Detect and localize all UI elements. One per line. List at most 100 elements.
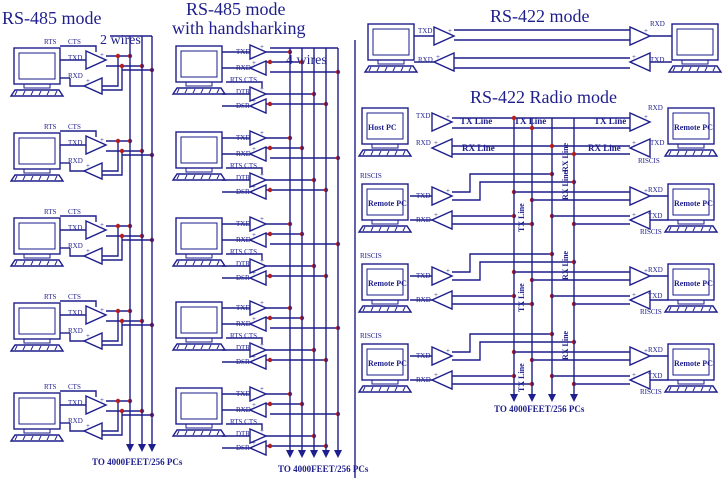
junction-dot <box>119 148 125 154</box>
cts-label: CTS <box>68 123 81 131</box>
wire <box>452 261 574 281</box>
keyboard-key <box>386 226 390 232</box>
keyboard-key <box>46 435 50 441</box>
title-rs422: RS-422 mode <box>490 6 590 26</box>
keyboard-key <box>22 260 26 266</box>
keyboard <box>357 385 413 393</box>
wire <box>60 300 97 307</box>
plus-sign: + <box>252 231 256 239</box>
keyboard-key <box>216 344 220 350</box>
plus-sign: + <box>434 139 438 147</box>
junction-dot <box>119 318 125 324</box>
keyboard-key <box>208 344 212 350</box>
keyboard-key <box>692 226 696 232</box>
rts-label: RTS <box>44 208 57 216</box>
keyboard <box>9 434 65 442</box>
computer-icon: Remote PC <box>357 263 413 313</box>
keyboard-key <box>402 226 406 232</box>
plus-sign: + <box>86 422 90 430</box>
keyboard-key <box>684 150 688 156</box>
keyboard-key <box>200 174 204 180</box>
title-rs422-radio: RS-422 Radio mode <box>470 87 617 107</box>
tx-line-label: TX Line <box>460 116 492 126</box>
wire <box>452 173 552 193</box>
pc-label: Remote PC <box>674 199 713 208</box>
rx-line-label: RX Line <box>588 143 621 153</box>
keyboard-key <box>362 306 366 312</box>
computer-icon: Remote PC <box>663 343 719 393</box>
computer-icon <box>171 387 227 437</box>
junction-dot <box>267 145 273 151</box>
keyboard <box>9 89 65 97</box>
plus-sign: + <box>260 385 264 393</box>
txd-label: TXD <box>650 139 664 147</box>
computer-icon: Remote PC <box>663 263 719 313</box>
footer-rs422-radio: TO 4000FEET/256 PCs <box>494 404 585 414</box>
keyboard <box>357 149 413 157</box>
pc-label: Remote PC <box>674 123 713 132</box>
rts-label: RTS <box>44 38 57 46</box>
wire <box>102 311 119 342</box>
receiver-triangle <box>430 137 453 159</box>
tx-line-label: TX Line <box>517 203 526 232</box>
keyboard <box>9 174 65 182</box>
riscis-label: RISCIS <box>360 172 382 180</box>
keyboard-key <box>668 306 672 312</box>
plus-sign: + <box>252 353 256 361</box>
txd-label: TXD <box>648 372 662 380</box>
keyboard-key <box>362 386 366 392</box>
plus-sign: + <box>434 211 438 219</box>
monitor-stand <box>185 423 213 429</box>
arrow-down-icon <box>126 444 134 452</box>
keyboard-key <box>370 150 374 156</box>
keyboard-key <box>676 150 680 156</box>
keyboard-key <box>38 345 42 351</box>
rxd-label: RXD <box>648 346 663 354</box>
arrow-down-icon <box>548 394 556 402</box>
receiver-triangle <box>430 289 453 311</box>
monitor-screen <box>18 222 56 250</box>
plus-sign: + <box>252 401 256 409</box>
receiver-triangle <box>248 183 267 201</box>
rts-label: RTS <box>44 123 57 131</box>
monitor-screen <box>372 28 410 56</box>
keyboard-key <box>208 430 212 436</box>
plus-sign: + <box>446 187 450 195</box>
pc-label: Remote PC <box>368 279 407 288</box>
junction-dot <box>115 223 121 229</box>
wire <box>60 390 97 397</box>
wire <box>69 163 84 172</box>
wire <box>452 341 574 361</box>
keyboard <box>357 225 413 233</box>
pc-label: Remote PC <box>368 199 407 208</box>
keyboard-key <box>208 260 212 266</box>
keyboard-key <box>392 66 396 72</box>
computer-icon: Host PC <box>357 107 413 157</box>
keyboard-key <box>402 386 406 392</box>
keyboard-key <box>368 66 372 72</box>
keyboard <box>9 344 65 352</box>
keyboard <box>363 65 419 73</box>
receiver-triangle <box>248 97 267 115</box>
monitor-screen <box>366 188 404 216</box>
txd-label: TXD <box>650 56 664 64</box>
pc-label: Host PC <box>368 123 397 132</box>
rxd-label: RXD <box>648 104 663 112</box>
cts-label: CTS <box>68 383 81 391</box>
arrow-down-icon <box>322 450 330 458</box>
title-rs485-handshaking-line2: with handsharking <box>172 18 305 38</box>
keyboard-key <box>176 88 180 94</box>
keyboard-key <box>192 344 196 350</box>
cts-label: CTS <box>68 38 81 46</box>
keyboard-key <box>184 174 188 180</box>
monitor-screen <box>18 397 56 425</box>
plus-sign: + <box>632 139 636 147</box>
monitor-screen <box>18 137 56 165</box>
keyboard-key <box>370 226 374 232</box>
rts-label: RTS <box>44 383 57 391</box>
keyboard-key <box>184 344 188 350</box>
receiver-triangle <box>430 369 453 391</box>
keyboard-key <box>692 150 696 156</box>
keyboard-key <box>14 435 18 441</box>
tx-line-label: TX Line <box>517 363 526 392</box>
